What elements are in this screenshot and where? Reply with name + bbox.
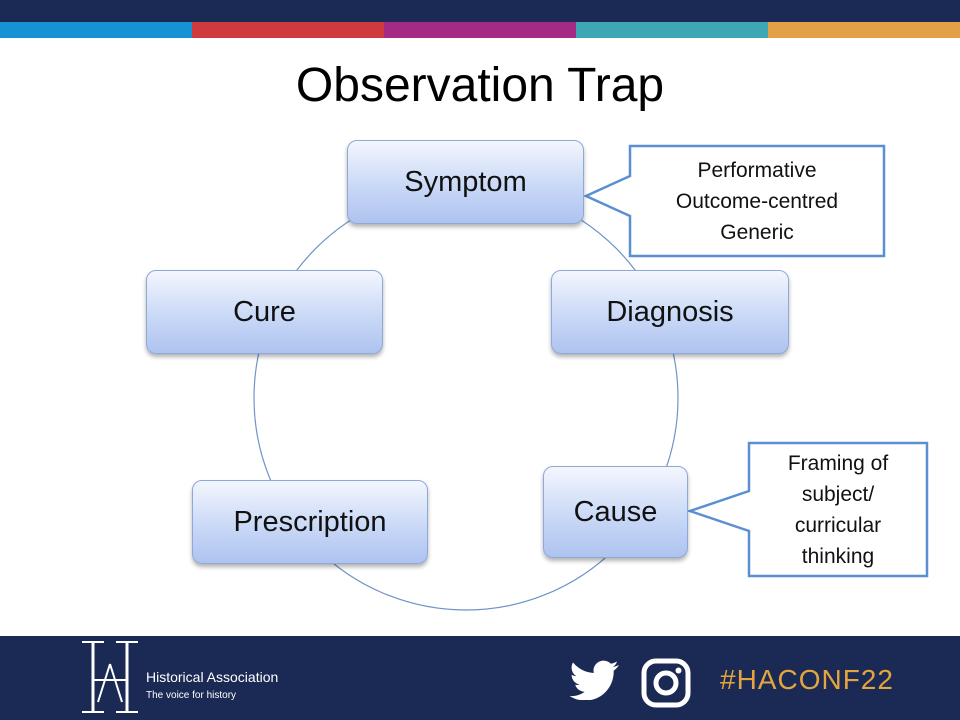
callout-line: subject/ (801, 482, 875, 506)
symptom-callout: Performative Outcome-centred Generic (632, 148, 882, 254)
stripe-red (192, 22, 384, 38)
org-tagline: The voice for history (146, 690, 237, 701)
instagram-icon[interactable] (641, 658, 691, 708)
node-diagnosis: Diagnosis (551, 270, 789, 354)
node-cause-label: Cause (573, 495, 658, 528)
conference-hashtag[interactable]: #HACONF22 (720, 664, 894, 695)
stripe-teal (576, 22, 768, 38)
symptom-callout-box (582, 144, 886, 258)
top-bar (0, 0, 960, 22)
slide-title: Observation Trap (295, 59, 665, 112)
stripe-purple (384, 22, 576, 38)
callout-line: Performative (697, 158, 817, 182)
stripe-orange (768, 22, 960, 38)
node-prescription-label: Prescription (233, 505, 387, 538)
callout-line: Framing of (787, 451, 889, 475)
cause-callout: Framing of subject/ curricular thinking (751, 445, 925, 574)
node-prescription: Prescription (192, 480, 428, 564)
node-cure: Cure (146, 270, 383, 354)
org-name: Historical Association (146, 669, 279, 685)
node-symptom-label: Symptom (404, 165, 527, 198)
callout-line: curricular (794, 513, 882, 537)
twitter-icon[interactable] (570, 660, 620, 700)
color-stripes (0, 22, 960, 38)
footer-bar: Historical Association The voice for his… (0, 636, 960, 720)
cause-callout-box (686, 441, 929, 578)
historical-association-logo (82, 641, 138, 713)
callout-line: Generic (720, 220, 794, 244)
callout-line: thinking (801, 544, 875, 568)
node-symptom: Symptom (347, 140, 584, 224)
node-cure-label: Cure (233, 295, 296, 328)
callout-line: Outcome-centred (675, 189, 839, 213)
node-cause: Cause (543, 466, 688, 558)
node-diagnosis-label: Diagnosis (606, 295, 734, 328)
stripe-blue (0, 22, 192, 38)
